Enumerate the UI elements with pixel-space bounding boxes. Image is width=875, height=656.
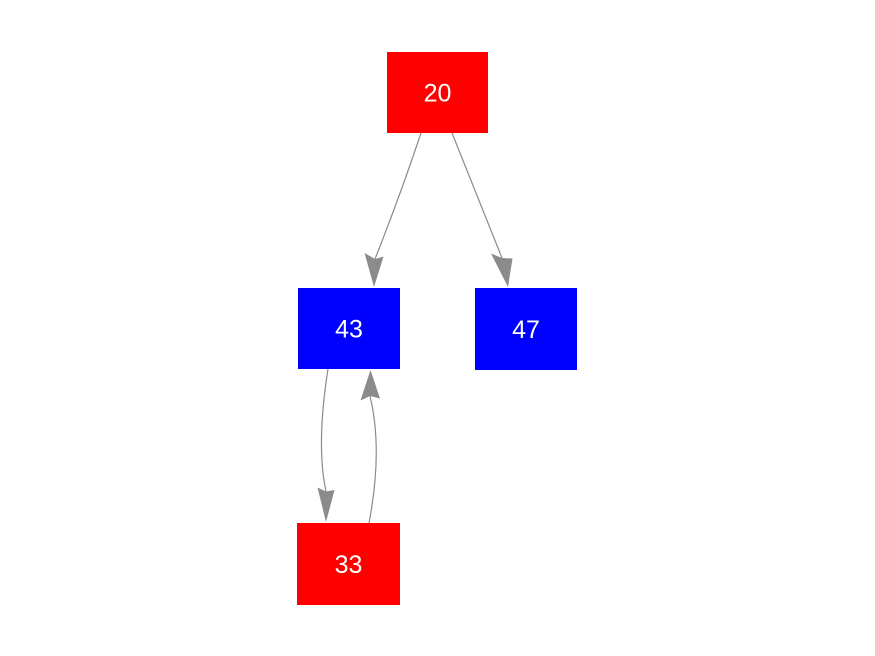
node-33-label: 33 <box>335 551 363 579</box>
node-47-box <box>475 288 577 370</box>
edge-line-43-to-33 <box>320 368 329 492</box>
node-47: 47 <box>475 288 577 370</box>
node-47-label: 47 <box>512 316 540 344</box>
edge-line-33-to-43 <box>368 395 377 524</box>
arrowhead-33-to-43 <box>360 370 380 401</box>
arrowhead-20-to-47 <box>491 253 513 287</box>
arrowhead-20-to-43 <box>364 253 384 287</box>
node-20: 20 <box>387 52 488 133</box>
edge-33-to-43 <box>360 370 380 524</box>
node-33: 33 <box>297 523 400 605</box>
edge-20-to-43 <box>364 132 422 287</box>
arrowhead-43-to-33 <box>317 487 335 522</box>
node-20-box <box>387 52 488 133</box>
node-20-label: 20 <box>424 80 452 108</box>
node-43-label: 43 <box>335 316 363 344</box>
edge-20-to-47 <box>451 132 513 287</box>
node-43: 43 <box>298 288 400 369</box>
node-43-box <box>298 288 400 369</box>
edge-43-to-33 <box>317 368 335 522</box>
node-33-box <box>297 523 400 605</box>
edge-line-20-to-43 <box>374 132 422 260</box>
edge-line-20-to-47 <box>451 132 503 259</box>
